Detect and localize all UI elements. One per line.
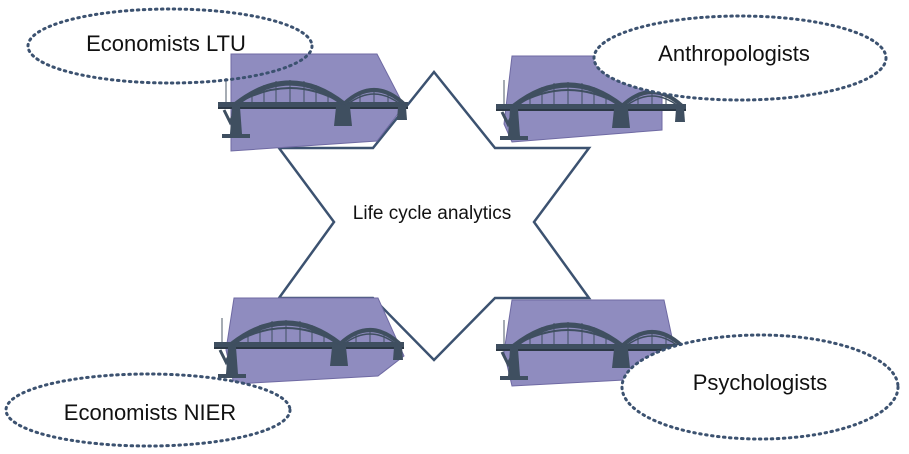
- group-ellipse-bottom-right: [620, 333, 900, 441]
- group-ellipse-top-right: [592, 14, 888, 102]
- center-label: Life cycle analytics: [353, 203, 511, 224]
- group-label-economists-ltu: Economists LTU: [86, 31, 246, 56]
- parallelogram-panel: [225, 297, 405, 385]
- group-label-psychologists: Psychologists: [693, 370, 828, 395]
- group-label-economists-nier: Economists NIER: [64, 400, 236, 425]
- group-ellipse-bottom-left: [4, 372, 292, 448]
- panel-bottom-left: [214, 297, 405, 385]
- group-ellipse-top-left: [26, 7, 314, 85]
- panel-top-left: [218, 53, 408, 152]
- group-label-anthropologists: Anthropologists: [658, 41, 810, 66]
